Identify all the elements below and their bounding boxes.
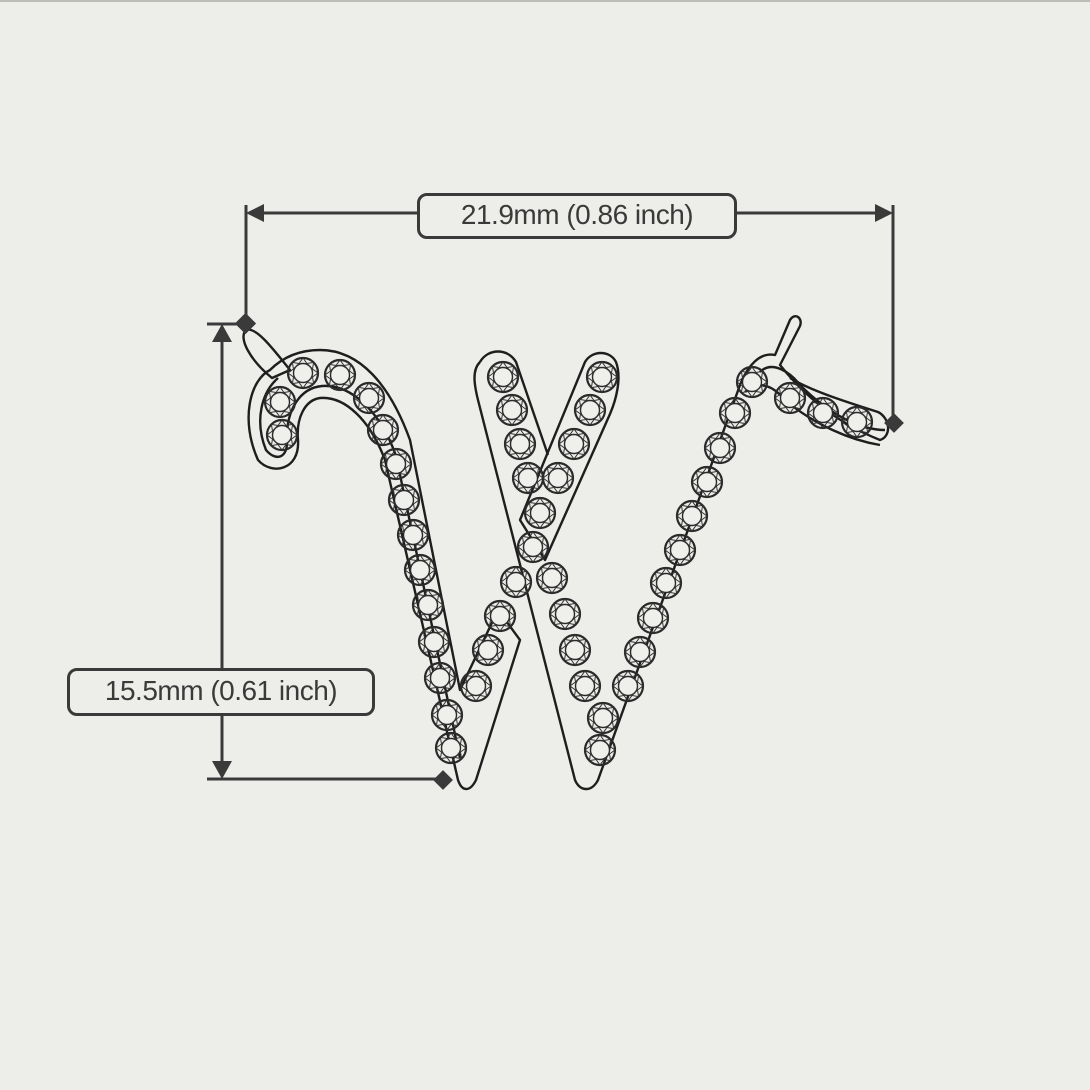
- diamond-marker-right: [884, 413, 904, 433]
- width-dimension-label: 21.9mm (0.86 inch): [417, 193, 737, 239]
- diamond-marker-bottom: [433, 770, 453, 790]
- letter-w-outline: [242, 315, 890, 791]
- height-dimension-label: 15.5mm (0.61 inch): [67, 668, 375, 716]
- top-border: [0, 0, 1090, 2]
- height-dimension-line: [207, 322, 443, 781]
- width-dimension-line: [244, 204, 895, 422]
